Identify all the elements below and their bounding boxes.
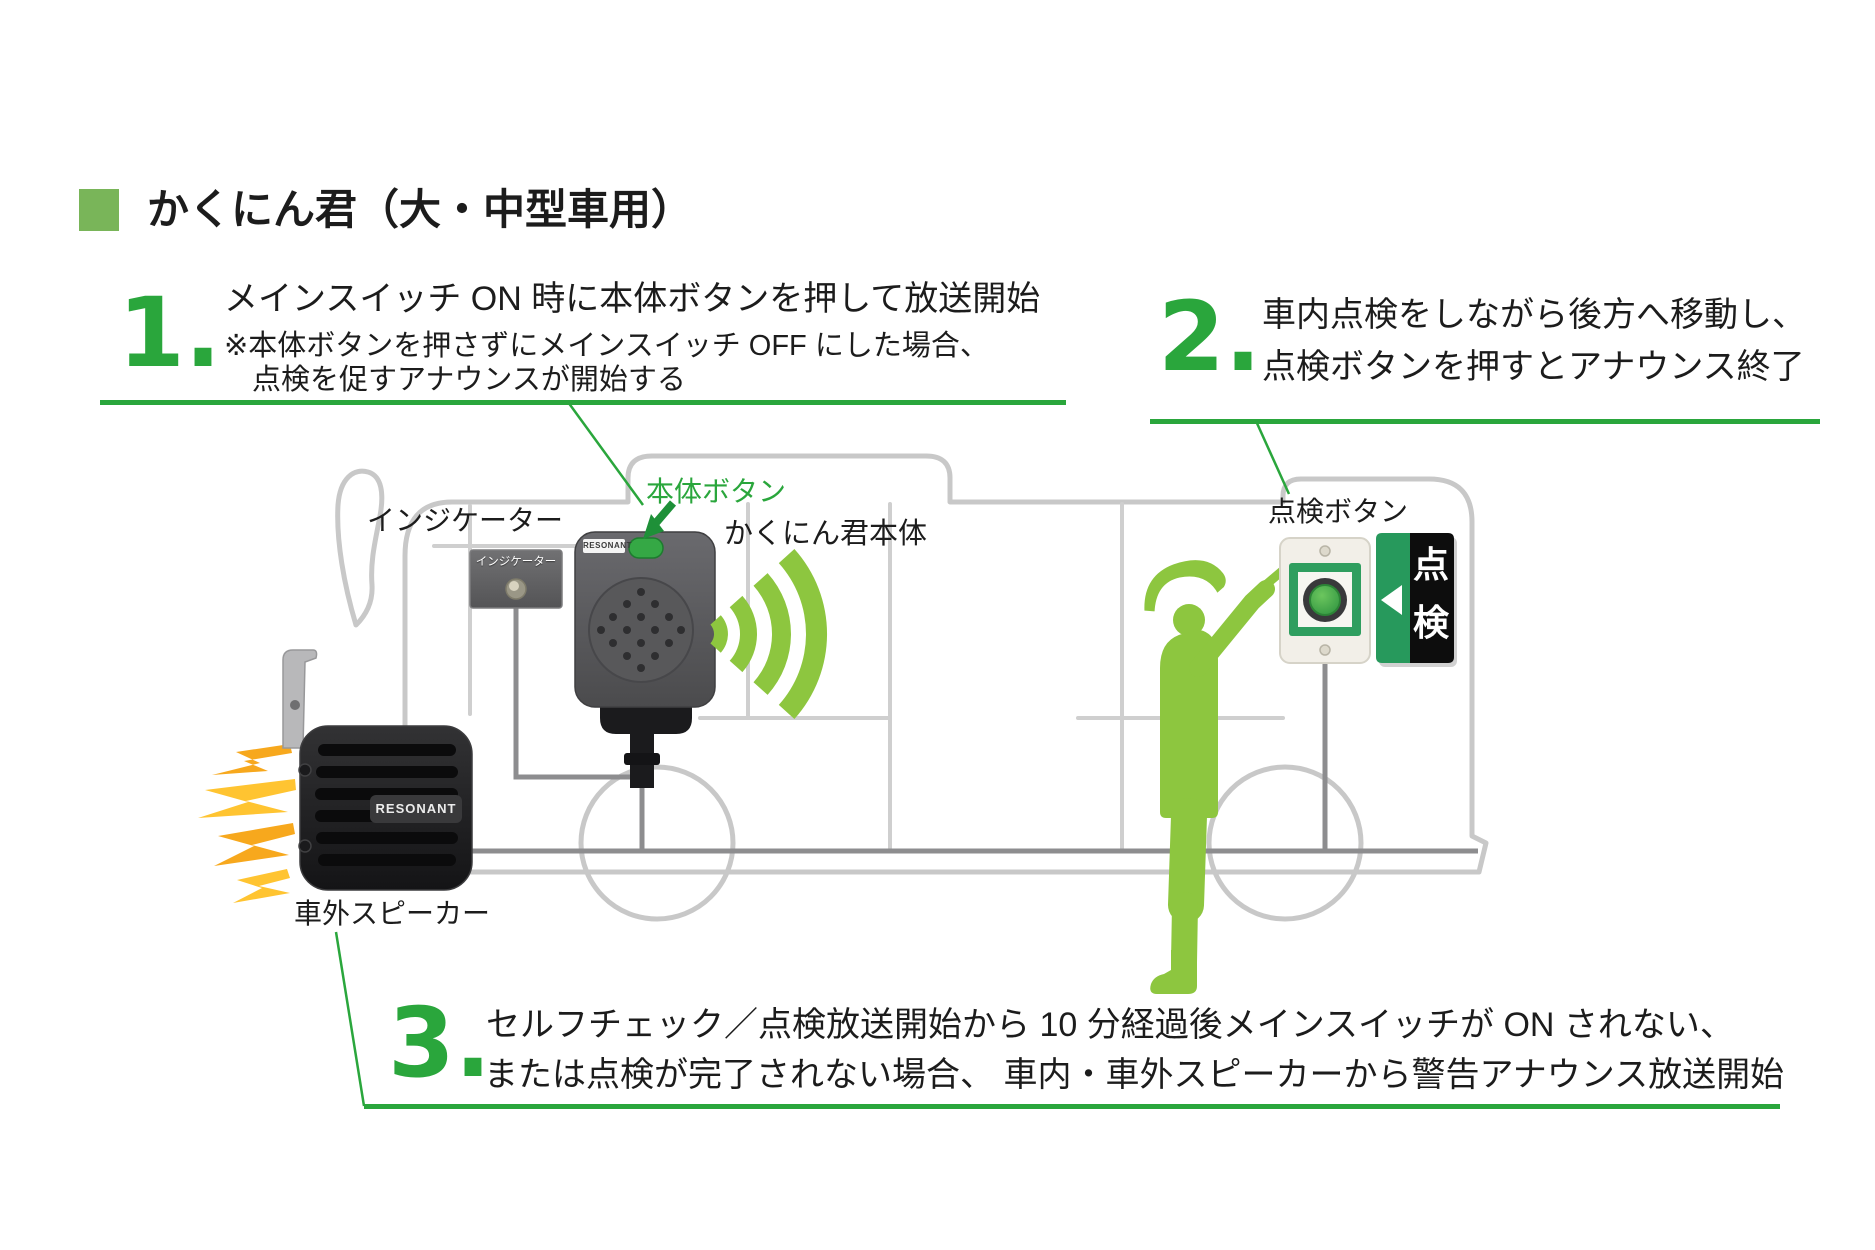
mirror-outline	[335, 468, 385, 628]
speaker-brand-tag: RESONANT	[372, 797, 460, 821]
worker-shoe	[1150, 950, 1197, 994]
step1-number: 1.	[118, 277, 222, 389]
inspection-sign-black-panel	[1410, 533, 1454, 663]
sign-arrow-icon	[1381, 585, 1402, 615]
bus-body-outline	[402, 453, 1489, 875]
step3-leader-line	[334, 931, 366, 1107]
step1-note-line1: ※本体ボタンを押さずにメインスイッチ OFF にした場合、	[224, 330, 989, 362]
title-bullet-square	[79, 189, 119, 231]
sign-text-bottom: 検	[1412, 602, 1449, 643]
step2-text-line2: 点検ボタンを押すとアナウンス終了	[1262, 348, 1805, 386]
step3-text-line1: セルフチェック／点検放送開始から 10 分経過後メインスイッチが ON されない…	[486, 1006, 1734, 1044]
sign-text-top: 点	[1412, 544, 1449, 585]
worker-hat	[1141, 557, 1229, 615]
step2-text-line1: 車内点検をしながら後方へ移動し、	[1262, 296, 1806, 334]
worker-leg	[1168, 798, 1207, 923]
external-speaker	[282, 649, 473, 891]
sound-waves-icon	[710, 549, 828, 719]
step3-underline	[364, 1104, 1780, 1109]
inspection-button-label: 点検ボタン	[1268, 496, 1409, 527]
wiring	[332, 608, 1478, 854]
indicator-wire	[513, 608, 642, 780]
main-button-arrow-icon	[643, 500, 677, 539]
main-unit	[574, 531, 716, 788]
step1-underline	[100, 400, 1066, 405]
main-unit-brand-tag: RESONANT	[583, 539, 631, 553]
page-title: かくにん君（大・中型車用）	[147, 186, 694, 233]
worker-figure	[1141, 557, 1293, 994]
speaker-grille	[588, 577, 694, 683]
indicator-box	[469, 549, 563, 609]
indicator-device-label: インジケーター	[475, 556, 557, 568]
grille-holes	[597, 588, 685, 672]
inspection-button-cap	[1309, 584, 1341, 616]
step1-text: メインスイッチ ON 時に本体ボタンを押して放送開始	[224, 280, 1041, 318]
front-wheel	[578, 764, 736, 922]
step3-text-line2: または点検が完了されない場合、 車内・車外スピーカーから警告アナウンス放送開始	[484, 1056, 1785, 1094]
speaker-bracket	[282, 649, 318, 749]
main-unit-button	[628, 537, 664, 559]
worker-head	[1173, 604, 1205, 636]
main-button-label: 本体ボタン	[646, 476, 787, 507]
inspection-sign	[1376, 533, 1457, 667]
inspection-button	[1279, 537, 1371, 664]
external-speaker-label: 車外スピーカー	[294, 898, 491, 929]
alert-burst-icon	[198, 744, 296, 903]
step-annotation-lines	[100, 400, 1820, 1109]
worker-arm	[1189, 580, 1275, 677]
step2-number: 2.	[1158, 281, 1262, 393]
indicator-label: インジケーター	[367, 505, 564, 536]
step1-leader-line	[566, 401, 645, 506]
main-unit-label: かくにん君本体	[724, 518, 928, 550]
rear-wheel	[1206, 764, 1364, 922]
step3-number: 3.	[388, 987, 492, 1099]
worker-torso	[1160, 630, 1218, 818]
step1-note-line2: 点検を促すアナウンスが開始する	[252, 364, 686, 396]
step2-underline	[1150, 419, 1820, 424]
step2-leader-line	[1254, 420, 1291, 495]
